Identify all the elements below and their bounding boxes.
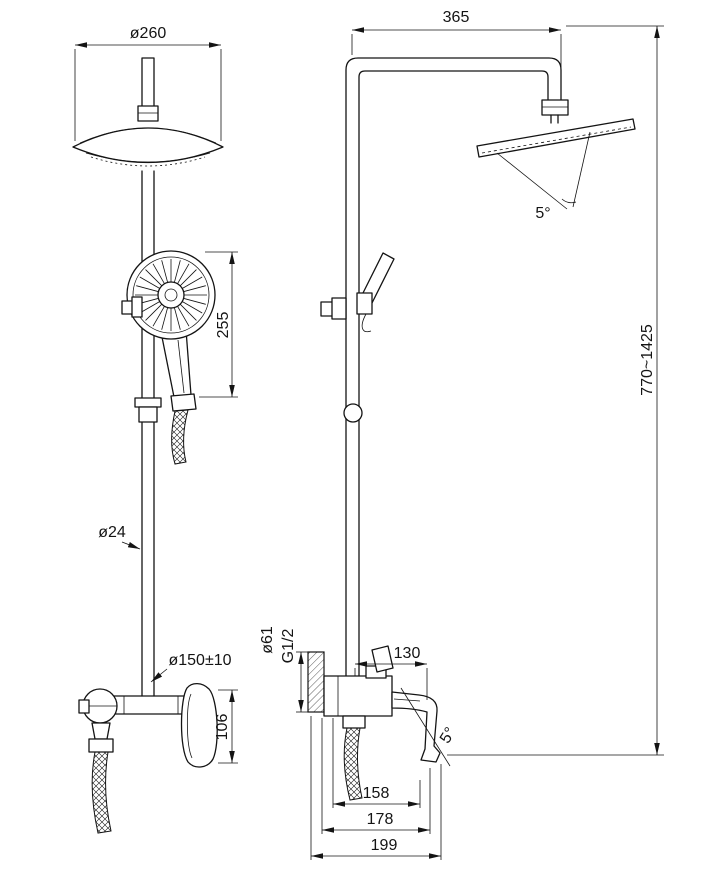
front-shower-head bbox=[72, 127, 224, 167]
thread-size-label: G1/2 bbox=[280, 629, 297, 664]
head-tilt-label: 5° bbox=[535, 205, 550, 222]
wall-escutcheon bbox=[307, 651, 325, 713]
hand-shower-length-label: 255 bbox=[215, 312, 232, 339]
head-connector-nut bbox=[137, 105, 159, 122]
dim-spout-angle: 5° bbox=[400, 687, 460, 767]
valve-body bbox=[323, 675, 393, 717]
hand-shower-nut bbox=[170, 393, 197, 412]
side-view: 365 5° 770~1425 bbox=[259, 9, 664, 860]
spout-angle-label: 5° bbox=[437, 725, 460, 747]
mixer-lever-handle bbox=[180, 682, 218, 768]
front-top-stem bbox=[137, 57, 159, 122]
head-diameter-label: ø260 bbox=[130, 25, 167, 42]
spout-depth-middle-label: 178 bbox=[367, 811, 394, 828]
spout bbox=[391, 691, 441, 763]
arm-reach-label: 365 bbox=[443, 9, 470, 26]
dim-escutcheon: ø61 G1/2 bbox=[259, 626, 308, 713]
side-outlet-hose bbox=[343, 727, 363, 801]
hand-shower-handle bbox=[160, 329, 197, 412]
dim-hand-shower-length: 255 bbox=[199, 251, 238, 398]
side-slider-bracket bbox=[320, 252, 395, 333]
spout-depth-outer-label: 199 bbox=[371, 837, 398, 854]
dim-body-height: 106 bbox=[214, 689, 238, 764]
dim-spout-depths: 158 178 199 bbox=[310, 716, 442, 860]
dim-connection-spacing: ø150±10 bbox=[150, 652, 232, 683]
hand-shower-holder bbox=[134, 397, 162, 423]
side-mixer bbox=[307, 645, 441, 801]
escutcheon-diameter-label: ø61 bbox=[259, 626, 276, 654]
dim-pipe-diameter: ø24 bbox=[98, 524, 141, 550]
slider-lock-knob bbox=[121, 296, 143, 318]
connection-spacing-label: ø150±10 bbox=[168, 652, 231, 669]
front-mixer bbox=[78, 682, 218, 834]
dim-column-height: 770~1425 bbox=[447, 25, 664, 756]
head-union-nut bbox=[541, 99, 569, 116]
side-riser-pipe bbox=[345, 57, 569, 677]
dim-head-tilt: 5° bbox=[496, 131, 591, 222]
outlet-hose bbox=[91, 751, 112, 834]
dim-arm-reach: 365 bbox=[351, 9, 562, 98]
hose-union-nut bbox=[88, 738, 114, 753]
handle-reach-label: 130 bbox=[394, 645, 421, 662]
spout-depth-inner-label: 158 bbox=[363, 785, 390, 802]
side-shower-head bbox=[476, 118, 636, 158]
hand-shower-face bbox=[126, 250, 216, 340]
dim-head-diameter: ø260 bbox=[74, 25, 222, 141]
dim-handle-reach: 130 bbox=[354, 645, 428, 700]
front-view: ø260 bbox=[72, 25, 238, 834]
hand-shower-hose bbox=[171, 409, 189, 465]
pipe-connector bbox=[343, 403, 363, 423]
pipe-diameter-label: ø24 bbox=[98, 524, 126, 541]
column-height-label: 770~1425 bbox=[639, 324, 656, 396]
front-riser-pipe bbox=[141, 170, 155, 697]
body-height-label: 106 bbox=[214, 714, 231, 741]
